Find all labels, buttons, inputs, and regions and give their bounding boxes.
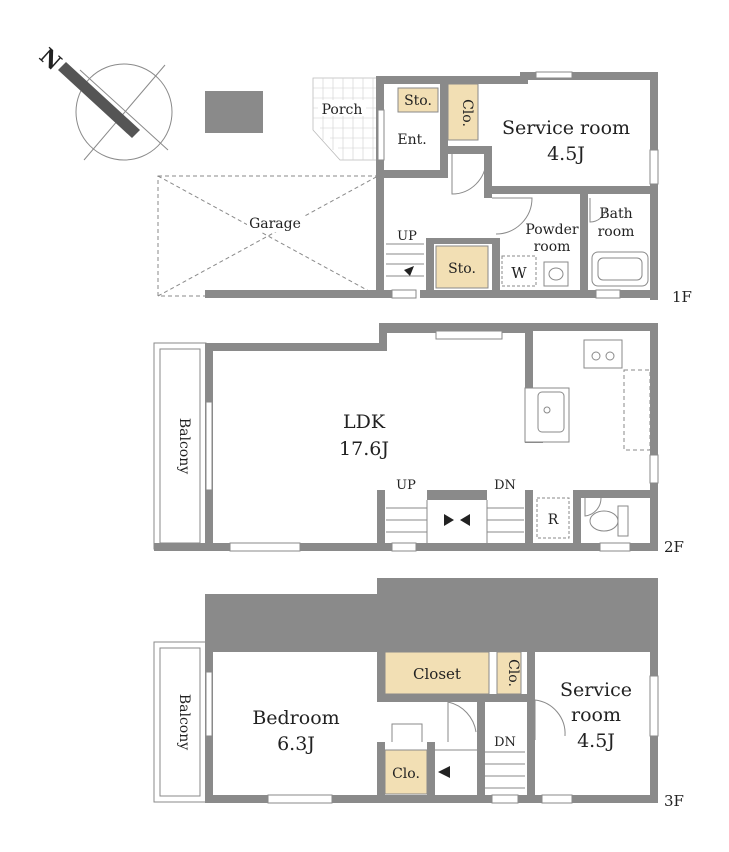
sink-icon [537, 391, 565, 433]
f1-powder-room-line2: room [534, 239, 571, 255]
f2-stair-up-label: UP [396, 478, 416, 493]
f3-bedroom-name: Bedroom [252, 707, 339, 729]
floor-1f: Garage Porch [157, 71, 692, 306]
fridge-space [536, 497, 570, 539]
compass: N [34, 43, 173, 161]
f1-storage-bottom-label: Sto. [448, 261, 476, 277]
f1-bath-room-line1: Bath [599, 206, 632, 222]
garage: Garage [157, 175, 379, 297]
f3-floor-label: 3F [664, 792, 684, 810]
f3-closet-small-bottom-label: Clo. [392, 766, 420, 782]
f1-service-room-name: Service room [502, 117, 630, 139]
f1-stair [386, 243, 424, 277]
garage-label: Garage [249, 216, 301, 232]
f1-entrance-label: Ent. [397, 132, 426, 148]
washer-space [501, 255, 537, 287]
f2-floor-label: 2F [664, 538, 684, 556]
f3-closet-small-right-label: Clo. [505, 659, 521, 687]
bathtub-icon [591, 251, 649, 287]
f3-stair-down-label: DN [494, 735, 516, 750]
f2-ldk-size: 17.6J [339, 438, 389, 460]
north-arrow-icon [58, 62, 140, 138]
f1-washer-label: W [511, 264, 527, 282]
floor-2f: Balcony R [153, 323, 684, 556]
f2-fridge-label: R [548, 512, 559, 528]
f3-bedroom-size: 6.3J [277, 733, 315, 755]
f1-bath-room-line2: room [598, 224, 635, 240]
f3-closet-large-label: Closet [413, 665, 461, 683]
f1-service-room-size: 4.5J [547, 143, 585, 165]
f2-stair [386, 500, 524, 543]
f2-balcony-label: Balcony [176, 418, 192, 474]
outdoor-block [205, 91, 263, 133]
f1-stair-up-label: UP [397, 229, 417, 244]
f2-ldk-name: LDK [343, 411, 386, 433]
f3-balcony-label: Balcony [176, 694, 192, 750]
stove-icon [583, 339, 623, 369]
porch: Porch [312, 77, 379, 161]
f2-stair-down-label: DN [494, 478, 516, 493]
f1-powder-room-line1: Powder [525, 222, 579, 238]
f3-service-room-line2: room [571, 704, 621, 726]
f3-stair [435, 749, 525, 789]
washbasin-icon [543, 261, 569, 287]
f1-storage-top-label: Sto. [404, 93, 432, 109]
f3-service-room-size: 4.5J [577, 730, 615, 752]
f1-floor-label: 1F [672, 288, 692, 306]
porch-label: Porch [322, 102, 363, 118]
f3-service-room-line1: Service [560, 679, 632, 701]
floor-3f: Balcony Closet Clo. Clo. [153, 578, 684, 810]
f1-closet-label: Clo. [459, 99, 475, 127]
toilet-icon [589, 505, 629, 537]
